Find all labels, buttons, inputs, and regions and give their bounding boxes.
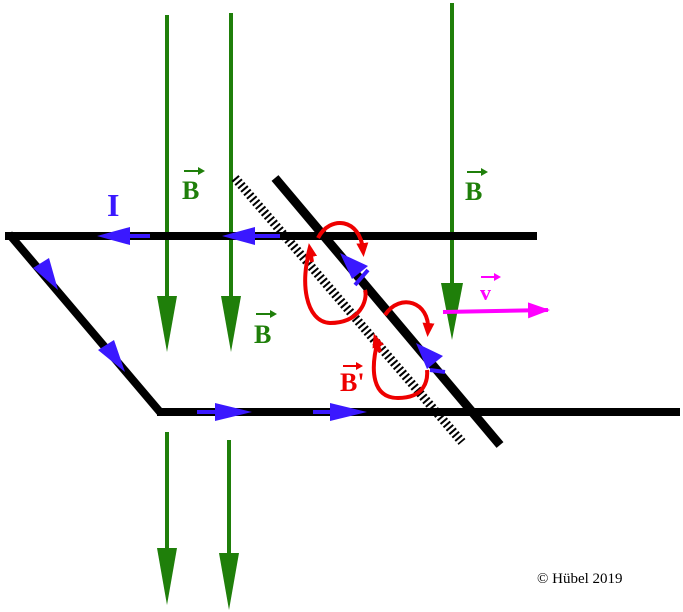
- induced-loop-back: [303, 249, 368, 326]
- field-arrowhead: [219, 553, 239, 610]
- field-arrowhead: [157, 296, 177, 352]
- field-arrowhead: [221, 296, 241, 352]
- current-arrow: [97, 227, 130, 245]
- svg-text:B: B: [182, 176, 199, 205]
- svg-text:B: B: [465, 177, 482, 206]
- copyright-text: © Hübel 2019: [537, 571, 623, 587]
- induced-loop-back: [371, 339, 430, 401]
- velocity-label: v: [480, 273, 501, 305]
- current-arrow: [98, 340, 125, 372]
- field-label-top-left: B: [182, 167, 205, 205]
- induced-loop-arrow: [316, 221, 369, 257]
- current-arrow: [222, 227, 255, 245]
- current-arrow: [340, 253, 368, 279]
- svg-text:v: v: [480, 280, 491, 305]
- field-arrowhead: [157, 548, 177, 605]
- current-label: I: [107, 187, 119, 223]
- induced-loop-arrow: [383, 300, 435, 337]
- field-label-top-right: B: [465, 168, 488, 206]
- current-arrow: [416, 343, 443, 369]
- svg-text:B': B': [340, 368, 365, 397]
- current-arrow: [330, 403, 367, 421]
- induced-field-loops: [303, 221, 435, 401]
- field-label-middle: B: [254, 310, 277, 349]
- velocity-arrow: [442, 302, 550, 319]
- current-arrows: [33, 227, 446, 421]
- induced-field-label: B': [340, 362, 365, 397]
- svg-text:B: B: [254, 320, 271, 349]
- current-arrow: [215, 403, 252, 421]
- left-slanted-rail: [5, 231, 164, 415]
- current-arrow: [33, 258, 58, 290]
- previous-bar-position: [231, 175, 466, 445]
